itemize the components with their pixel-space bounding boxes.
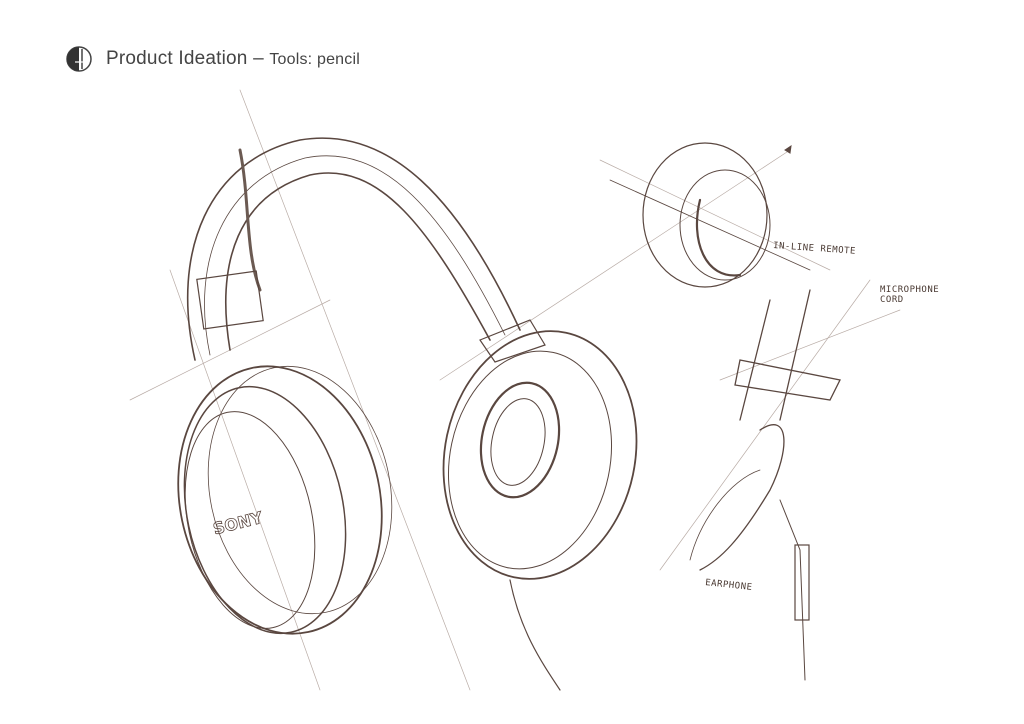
- inline-remote-detail: [609, 142, 811, 288]
- microphone-cord-detail: [689, 289, 841, 681]
- label-earphone: EARPHONE: [705, 578, 753, 593]
- left-ear-cup: [177, 365, 393, 635]
- label-inline-remote: IN-LINE REMOTE: [773, 241, 856, 257]
- title-subtitle: Tools: pencil: [269, 51, 360, 68]
- title-main: Product Ideation: [106, 48, 248, 69]
- right-ear-cup: [442, 330, 638, 691]
- page-title: Product Ideation – Tools: pencil: [106, 48, 360, 70]
- label-microphone-line2: CORD: [880, 295, 904, 305]
- headband: [186, 137, 546, 363]
- brand-mark-text: SONY: [211, 508, 265, 539]
- construction-lines: [129, 89, 901, 691]
- logo-icon: [66, 46, 92, 72]
- label-microphone-line1: MICROPHONE: [880, 285, 939, 295]
- title-separator: –: [253, 48, 264, 69]
- page-header: Product Ideation – Tools: pencil: [64, 44, 360, 74]
